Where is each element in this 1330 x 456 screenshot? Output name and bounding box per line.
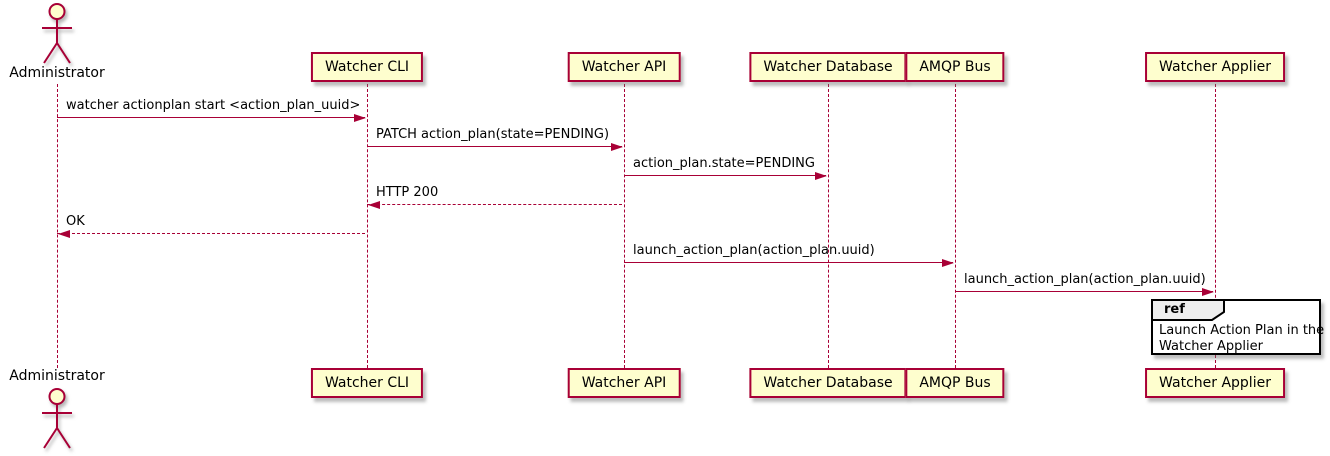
message-6-label: launch_action_plan(action_plan.uuid) [633, 243, 875, 258]
message-2-label: PATCH action_plan(state=PENDING) [376, 127, 610, 142]
ref-body-line: Watcher Applier [1159, 339, 1263, 354]
message-7-arrowhead [1202, 288, 1214, 296]
message-3-line [624, 175, 826, 176]
participant-box-watcher-cli-top: Watcher CLI [310, 52, 424, 82]
message-5-line [57, 233, 365, 234]
ref-header-pentagon [1151, 299, 1225, 321]
lifeline-watcher-database [828, 84, 829, 368]
participant-box-amqp-bus-bottom: AMQP Bus [905, 368, 1005, 398]
participant-box-watcher-cli-bottom: Watcher CLI [310, 368, 424, 398]
message-7-label: launch_action_plan(action_plan.uuid) [964, 272, 1206, 287]
message-5-arrowhead [58, 230, 70, 238]
message-1-label: watcher actionplan start <action_plan_uu… [66, 98, 361, 113]
participant-box-watcher-api-top: Watcher API [567, 52, 681, 82]
message-5-label: OK [66, 214, 85, 229]
message-3-label: action_plan.state=PENDING [633, 156, 815, 171]
participant-box-watcher-api-bottom: Watcher API [567, 368, 681, 398]
message-2-line [367, 146, 622, 147]
participant-box-amqp-bus-top: AMQP Bus [905, 52, 1005, 82]
participant-box-watcher-applier-top: Watcher Applier [1145, 52, 1285, 82]
actor-label-administrator-top: Administrator [9, 65, 105, 81]
message-6-arrowhead [942, 259, 954, 267]
ref-body-line: Launch Action Plan in the [1159, 323, 1325, 338]
message-4-label: HTTP 200 [376, 185, 439, 200]
actor-label-administrator-bottom: Administrator [9, 368, 105, 384]
lifeline-amqp-bus [955, 84, 956, 368]
message-6-line [624, 262, 953, 263]
participant-box-watcher-applier-bottom: Watcher Applier [1145, 368, 1285, 398]
message-1-arrowhead [354, 114, 366, 122]
participant-box-watcher-database-bottom: Watcher Database [749, 368, 907, 398]
participant-box-watcher-database-top: Watcher Database [749, 52, 907, 82]
message-1-line [57, 117, 365, 118]
actor-figure-administrator-top [42, 3, 72, 64]
actor-figure-administrator-bottom [42, 388, 72, 449]
ref-keyword-label: ref [1164, 302, 1185, 317]
lifeline-watcher-api [624, 84, 625, 368]
lifeline-watcher-applier [1215, 84, 1216, 368]
message-3-arrowhead [815, 172, 827, 180]
message-4-arrowhead [368, 201, 380, 209]
message-2-arrowhead [611, 143, 623, 151]
message-4-line [367, 204, 622, 205]
lifeline-administrator [57, 84, 58, 368]
message-7-line [955, 291, 1213, 292]
lifeline-watcher-cli [367, 84, 368, 368]
